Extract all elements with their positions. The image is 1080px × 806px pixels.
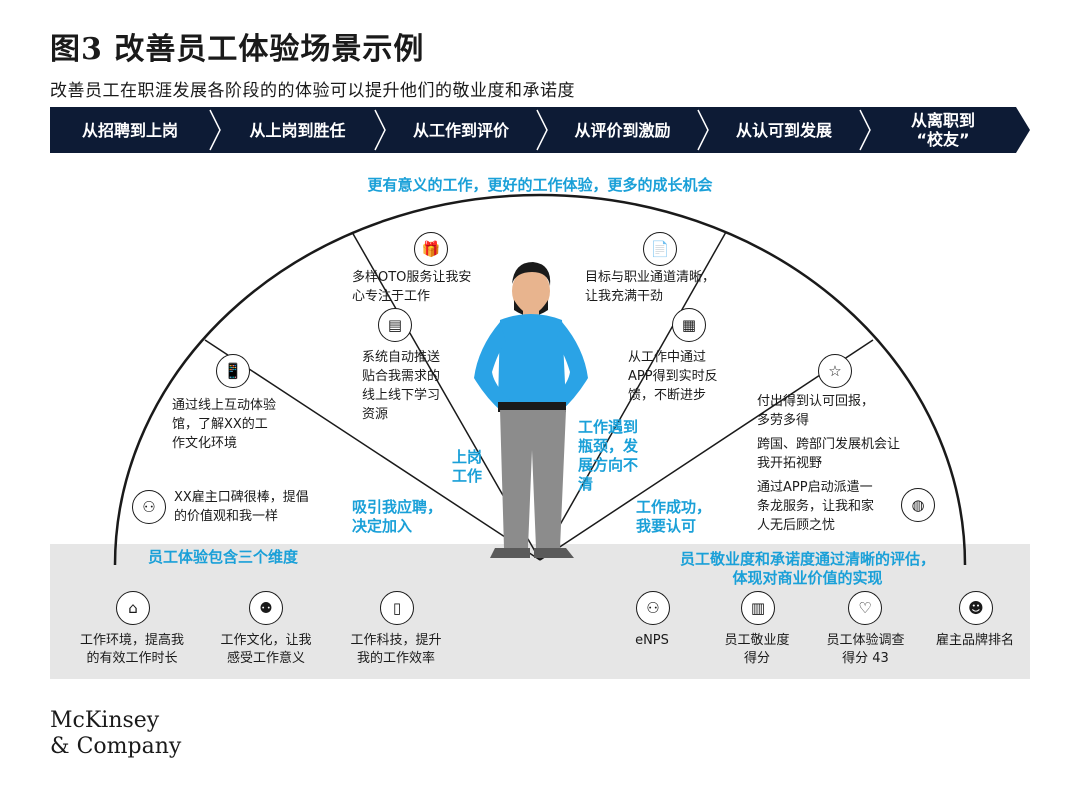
label-success: 工作成功， 我要认可 — [636, 498, 712, 535]
dimension-culture: 工作文化，让我 感受工作意义 — [220, 633, 312, 666]
star-icon: ☆ — [818, 354, 852, 388]
label-attract: 吸引我应聘， 决定加入 — [352, 498, 443, 535]
house-icon: ⌂ — [116, 591, 150, 625]
divider-right-low — [539, 339, 874, 561]
headline: 更有意义的工作，更好的工作体验，更多的成长机会 — [367, 176, 713, 194]
metric-enps: eNPS — [635, 633, 669, 648]
presentation-icon: ▤ — [378, 308, 412, 342]
tablet-icon: ▯ — [380, 591, 414, 625]
band-right-heading: 员工敬业度和承诺度通过清晰的评估， 体现对商业价值的实现 — [679, 550, 935, 587]
people-icon: ⚉ — [249, 591, 283, 625]
divider-right-high — [539, 231, 727, 561]
dimension-technology: 工作科技，提升 我的工作效率 — [350, 633, 442, 666]
item-realtime-feedback: 从工作中通过 APP得到实时反 馈，不断进步 — [628, 350, 718, 403]
stage-recognition-to-growth: 从认可到发展 — [735, 120, 832, 140]
metric-employer-brand: 雇主品牌排名 — [935, 633, 1014, 648]
mckinsey-logo: McKinsey & Company — [50, 708, 181, 760]
stage-work-to-evaluation: 从工作到评价 — [412, 120, 509, 140]
stage-evaluation-to-incentive: 从评价到激励 — [574, 120, 671, 140]
group-icon: ⚇ — [636, 591, 670, 625]
logo-line1: McKinsey — [50, 708, 160, 733]
bar-chart-icon: ▥ — [741, 591, 775, 625]
people-network-icon: ⚇ — [132, 490, 166, 524]
team-icon: ☻ — [959, 591, 993, 625]
person-illustration — [474, 262, 588, 558]
logo-line2: & Company — [50, 734, 182, 759]
item-career-path: 目标与职业通道清晰， 让我充满干劲 — [585, 270, 716, 304]
globe-icon: ◍ — [901, 488, 935, 522]
stage-bar-shape — [50, 107, 1030, 153]
stage-recruit-to-onboard: 从招聘到上岗 — [81, 120, 178, 140]
item-recognition-reward: 付出得到认可回报， 多劳多得 — [757, 394, 875, 428]
metric-engagement-score: 员工敬业度 得分 — [724, 633, 790, 666]
heart-icon: ♡ — [848, 591, 882, 625]
stage-bar: 从招聘到上岗 从上岗到胜任 从工作到评价 从评价到激励 从认可到发展 从离职到 … — [50, 107, 1030, 153]
label-onboard: 上岗 工作 — [452, 448, 483, 485]
page-title: 图3 改善员工体验场景示例 — [50, 32, 425, 67]
gift-icon: 🎁 — [414, 232, 448, 266]
dimension-environment: 工作环境，提高我 的有效工作时长 — [79, 633, 184, 666]
item-learning-resources: 系统自动推送 贴合我需求的 线上线下学习 资源 — [362, 350, 441, 422]
calendar-icon: ▦ — [672, 308, 706, 342]
item-oto-service: 多样OTO服务让我安 心专注于工作 — [352, 270, 472, 304]
item-employer-reputation: XX雇主口碑很棒，提倡 的价值观和我一样 — [174, 490, 309, 524]
item-global-opportunity: 跨国、跨部门发展机会让 我开拓视野 — [757, 437, 901, 471]
band-left-heading: 员工体验包含三个维度 — [148, 548, 299, 566]
stage-exit-to-alumni: 从离职到 “校友” — [910, 111, 975, 149]
phone-icon: 📱 — [216, 354, 250, 388]
document-icon: 📄 — [643, 232, 677, 266]
item-culture-experience: 通过线上互动体验 馆，了解XX的工 作文化环境 — [172, 398, 277, 451]
metric-experience-survey: 员工体验调查 得分 43 — [826, 633, 905, 666]
divider-left-low — [204, 339, 541, 561]
page-subtitle: 改善员工在职涯发展各阶段的的体验可以提升他们的敬业度和承诺度 — [50, 81, 575, 101]
item-dispatch-service: 通过APP启动派遣一 条龙服务，让我和家 人无后顾之忧 — [757, 480, 875, 533]
stage-onboard-to-competent: 从上岗到胜任 — [249, 120, 346, 140]
arc-outline — [113, 193, 967, 566]
label-bottleneck: 工作遇到 瓶颈，发 展方向不 清 — [578, 418, 639, 493]
